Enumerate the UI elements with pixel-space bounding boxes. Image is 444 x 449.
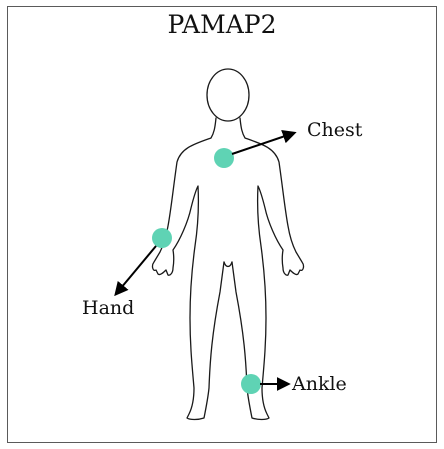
diagram-title: PAMAP2 (0, 10, 444, 39)
human-body-outline (153, 69, 304, 420)
chest-sensor-dot (214, 148, 234, 168)
hand-label: Hand (82, 297, 134, 319)
chest-label: Chest (307, 119, 362, 141)
chest-arrow (232, 133, 294, 154)
hand-arrow (116, 246, 156, 294)
hand-sensor-dot (152, 228, 172, 248)
ankle-sensor-dot (241, 374, 261, 394)
ankle-label: Ankle (292, 373, 347, 395)
